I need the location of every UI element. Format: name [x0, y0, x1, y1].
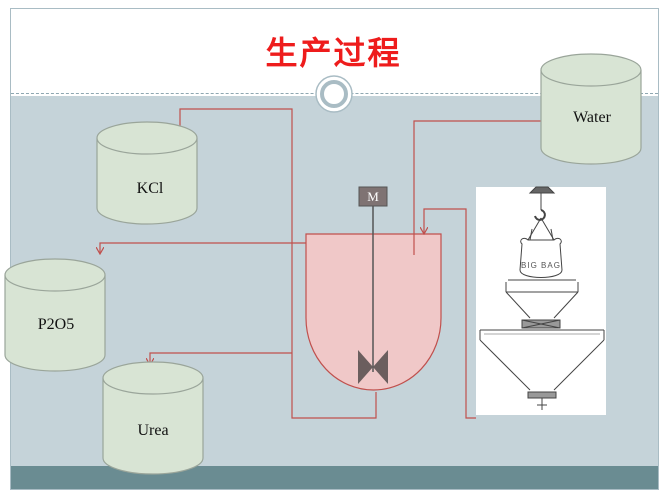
tank-p2o5-label: P2O5: [38, 316, 74, 333]
tank-kcl: KCl: [96, 121, 198, 225]
tank-p2o5: P2O5: [4, 258, 106, 372]
motor: M: [358, 186, 388, 207]
big-bag-station: BIG BAG: [476, 186, 606, 415]
slide-border: [10, 8, 659, 490]
pipe-to-kcl: [180, 108, 293, 241]
pipe-to-p2o5: [100, 242, 306, 253]
big-bag-label: BIG BAG: [521, 261, 561, 270]
pipe-network: [100, 108, 541, 419]
pipe-reactor-return: [291, 241, 377, 419]
pipe-to-urea: [150, 352, 292, 364]
pipe-bag-to-reactor: [424, 208, 476, 419]
tank-water: Water: [540, 53, 642, 165]
title-emblem-icon: [315, 75, 353, 113]
pipe-water-to-reactor: [413, 120, 541, 255]
motor-label: M: [367, 189, 379, 204]
tank-water-label: Water: [573, 109, 611, 126]
tank-urea: Urea: [102, 361, 204, 475]
agitator: [358, 206, 388, 384]
slide-title: 生产过程: [265, 34, 402, 72]
tank-kcl-label: KCl: [137, 180, 164, 197]
tank-urea-label: Urea: [137, 422, 168, 439]
